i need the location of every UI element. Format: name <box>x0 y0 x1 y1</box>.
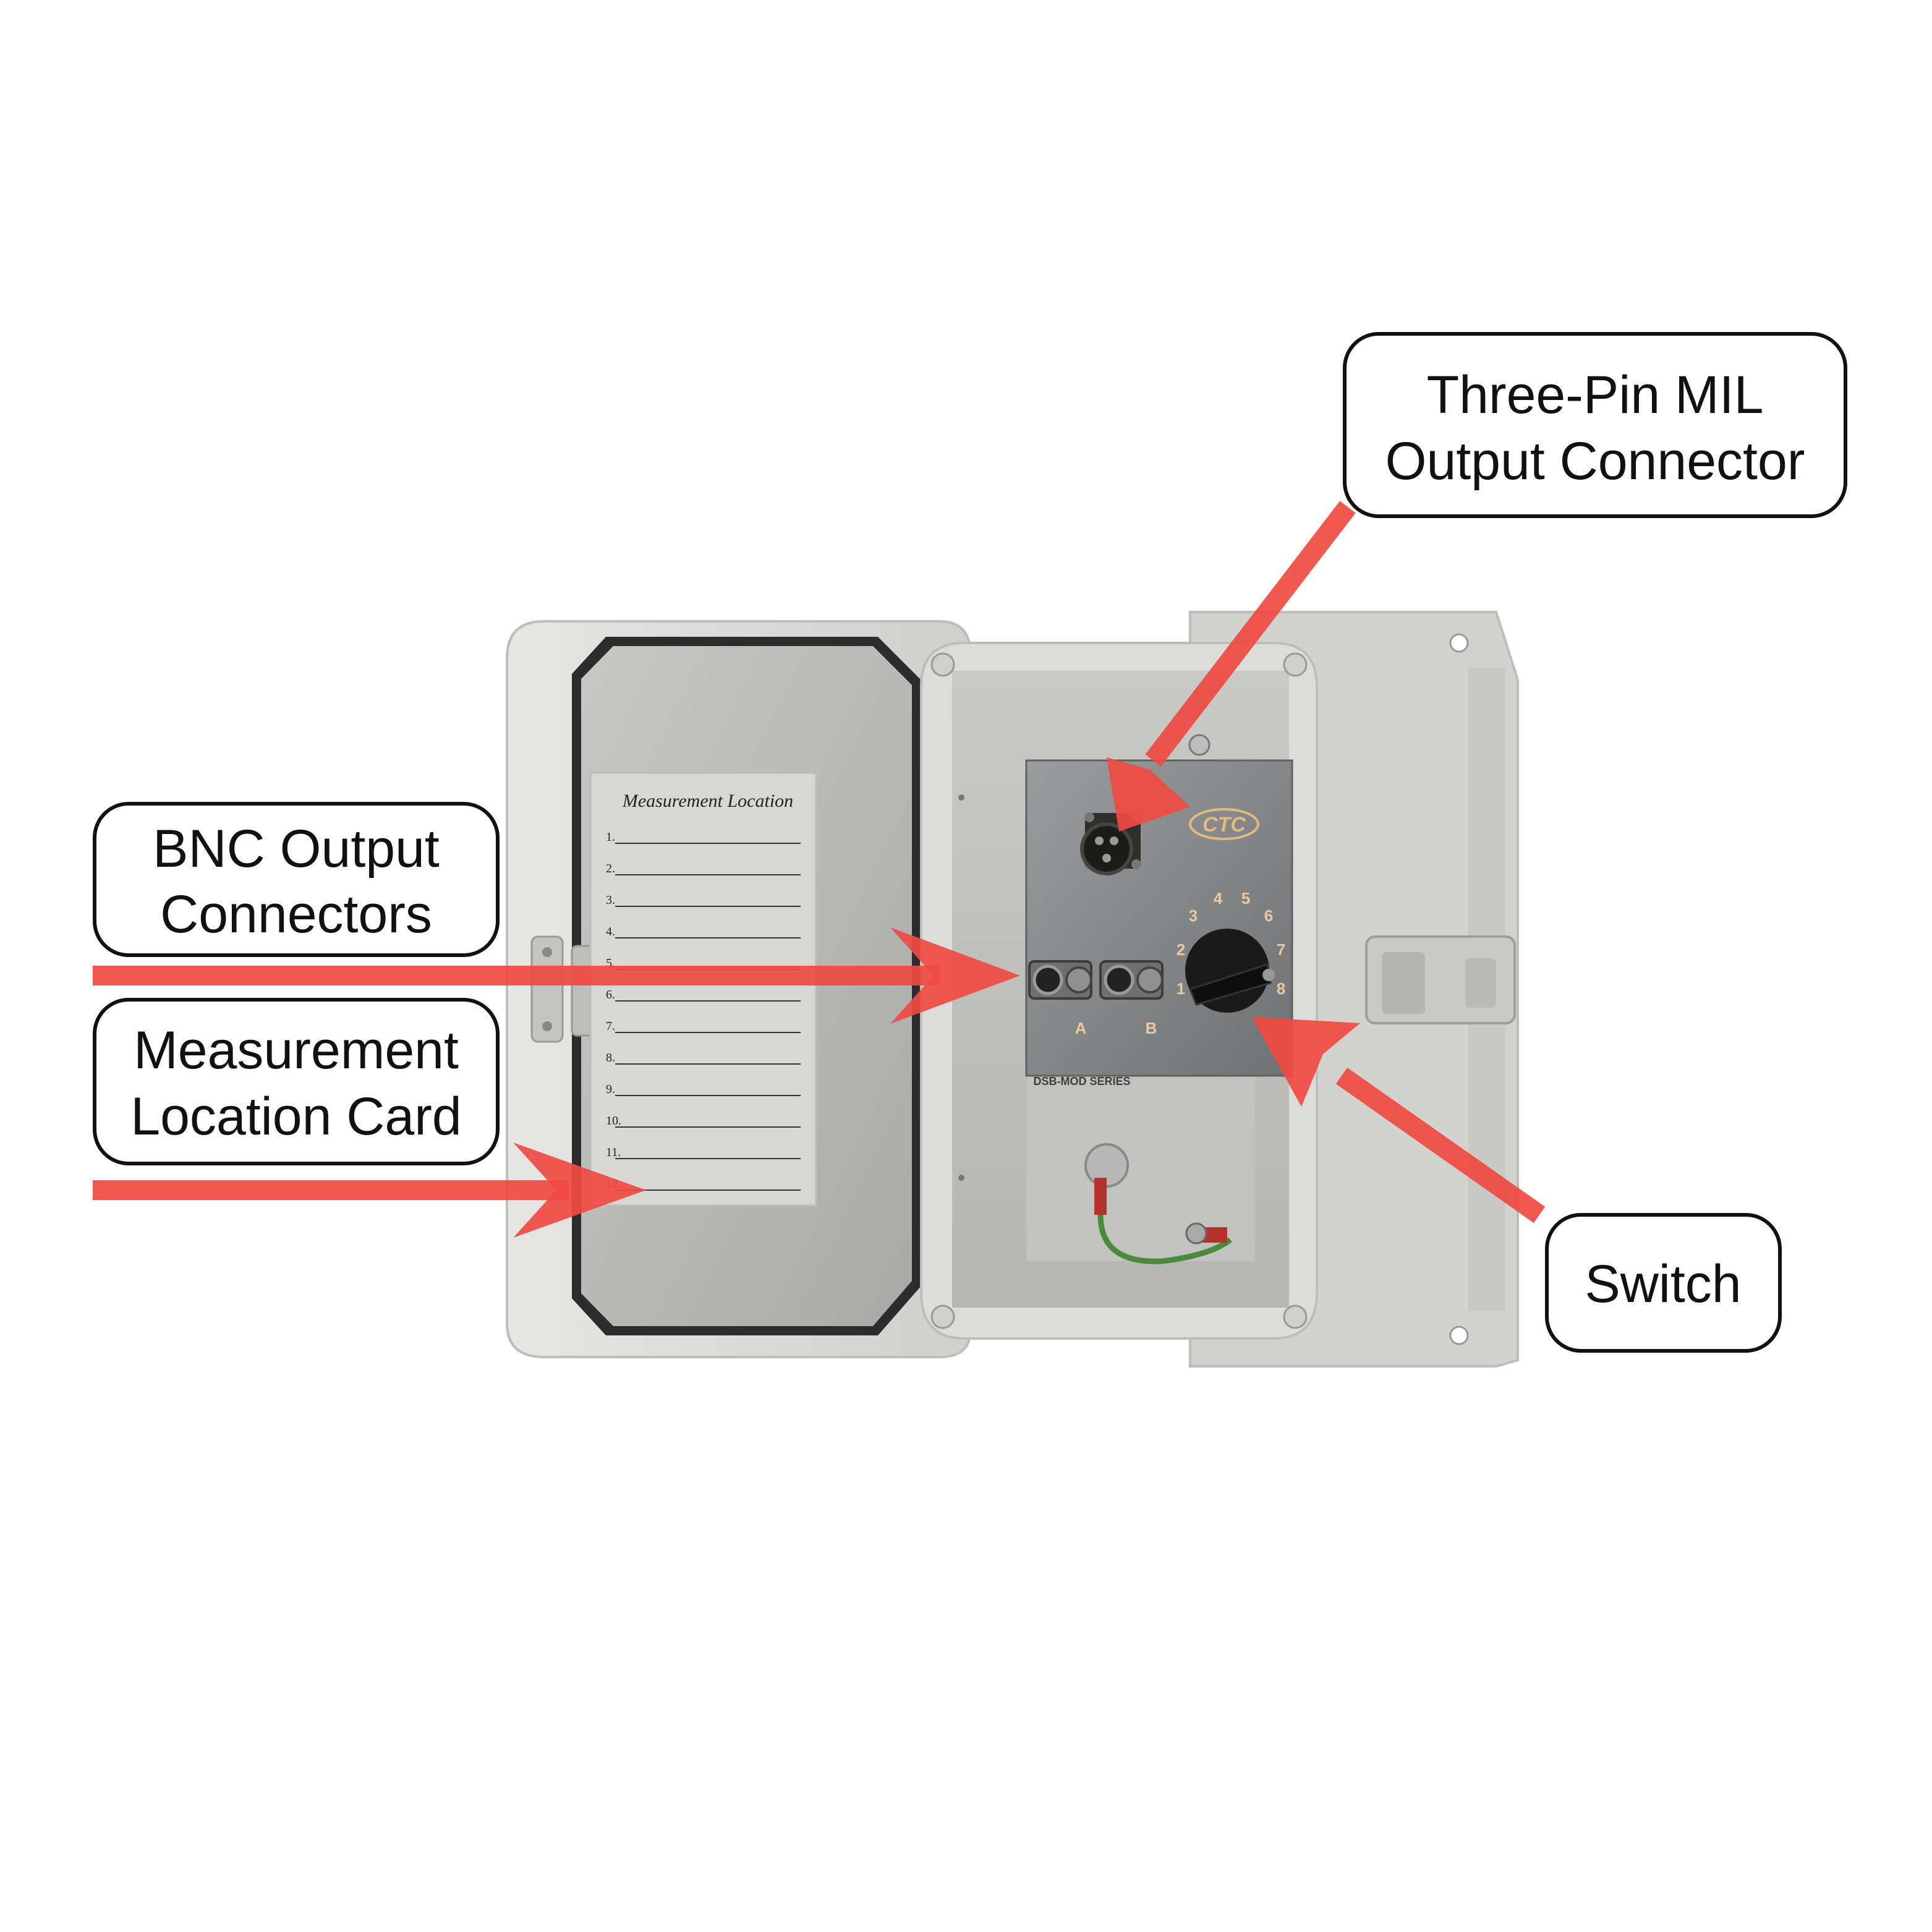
bnc-label-a: A <box>1075 1019 1087 1037</box>
callout-mil-line1: Three-Pin MIL <box>1427 365 1764 425</box>
arrow-bnc <box>93 927 1020 1024</box>
corner-screw-tl <box>930 652 955 677</box>
ground-wire <box>1084 1143 1232 1264</box>
bnc-label-b: B <box>1146 1019 1157 1037</box>
arrow-card <box>93 1143 646 1238</box>
arrow-mil <box>1107 501 1356 832</box>
series-label: DSB-MOD SERIES <box>1033 1075 1130 1087</box>
switch-pos-4: 4 <box>1214 889 1223 908</box>
card-item-number: 7. <box>606 1019 615 1033</box>
card-item-number: 6. <box>606 988 615 1002</box>
switch-pos-8: 8 <box>1277 979 1285 998</box>
callout-bnc: BNC Output Connectors <box>93 802 500 957</box>
callout-card-line1: Measurement <box>134 1021 459 1080</box>
card-item-number: 10. <box>606 1114 621 1128</box>
rotary-switch[interactable] <box>1185 929 1275 1013</box>
card-item-number: 11. <box>606 1146 621 1159</box>
bnc-connector-a[interactable] <box>1028 960 1092 1000</box>
corner-screw-bl <box>930 1304 955 1329</box>
mounting-hole-bottom <box>1449 1326 1469 1345</box>
card-item-number: 9. <box>606 1083 615 1096</box>
lid-hinge <box>530 935 595 1043</box>
mounting-hole-top <box>1449 633 1469 653</box>
switch-pos-6: 6 <box>1264 906 1273 925</box>
callout-bnc-line1: BNC Output <box>153 819 440 879</box>
card-title: Measurement Location <box>622 791 793 811</box>
corner-screw-tr <box>1283 652 1308 677</box>
card-item-number: 2. <box>606 862 615 875</box>
switch-pos-2: 2 <box>1177 940 1185 959</box>
card-item-number: 1. <box>606 830 615 844</box>
switch-pos-3: 3 <box>1189 906 1198 925</box>
callout-mil-connector: Three-Pin MIL Output Connector <box>1343 332 1847 518</box>
corner-screw-br <box>1283 1304 1308 1329</box>
callout-switch-line1: Switch <box>1585 1254 1741 1314</box>
card-item-number: 3. <box>606 893 615 907</box>
callout-card-line2: Location Card <box>130 1087 461 1146</box>
instrument-panel: CTC A B <box>1025 759 1293 1087</box>
card-item-number: 8. <box>606 1051 615 1065</box>
latch[interactable] <box>1365 935 1516 1024</box>
switch-pos-7: 7 <box>1277 940 1285 959</box>
arrow-switch <box>1252 1017 1546 1223</box>
callout-switch: Switch <box>1545 1213 1782 1353</box>
switch-pos-1: 1 <box>1177 979 1185 998</box>
card-item-number: 4. <box>606 925 615 938</box>
callout-card: Measurement Location Card <box>93 998 500 1165</box>
callout-bnc-line2: Connectors <box>160 885 432 944</box>
bnc-connector-b[interactable] <box>1099 960 1164 1000</box>
measurement-location-card: Measurement Location 1.2.3.4.5.6.7.8.9.1… <box>589 772 817 1207</box>
callout-mil-line2: Output Connector <box>1385 432 1805 491</box>
panel-standoff-screw <box>1188 734 1211 756</box>
brand-logo: CTC <box>1202 813 1246 836</box>
switch-pos-5: 5 <box>1241 889 1250 908</box>
